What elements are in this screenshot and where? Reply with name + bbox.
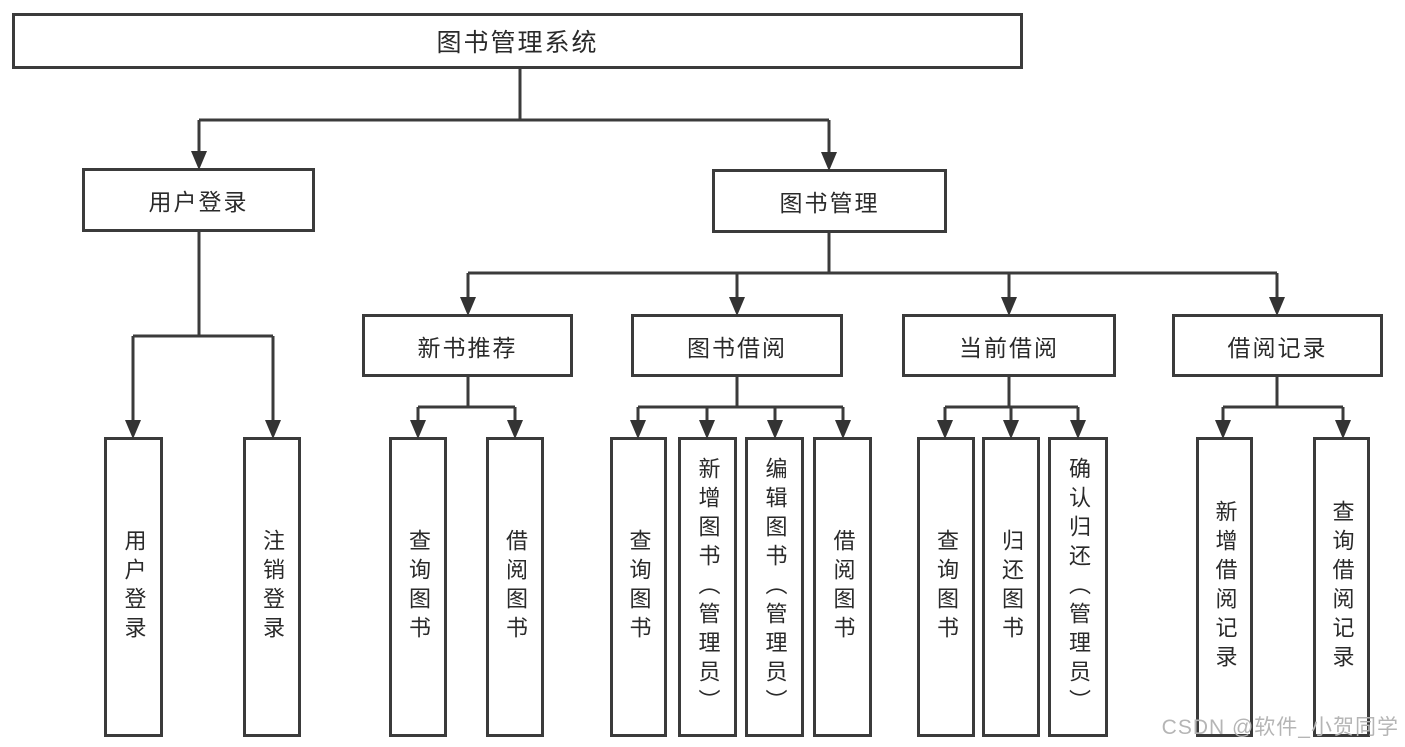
leaf-add-borrow-record-label: 新增借阅记录 [1212, 500, 1238, 674]
leaf-query-books-borrowing-label: 查询图书 [626, 529, 652, 645]
module-current-borrowing: 当前借阅 [902, 314, 1116, 377]
leaf-query-borrow-record: 查询借阅记录 [1313, 437, 1370, 737]
leaf-query-books-borrowing: 查询图书 [610, 437, 667, 737]
leaf-query-books-current: 查询图书 [917, 437, 975, 737]
leaf-add-books-admin-label: 新增图书（管理员） [695, 456, 721, 718]
leaf-user-login-label: 用户登录 [121, 529, 147, 645]
leaf-borrow-books-recommend: 借阅图书 [486, 437, 544, 737]
leaf-borrow-books-borrowing-label: 借阅图书 [830, 529, 856, 645]
module-book-borrowing-label: 图书借阅 [687, 334, 787, 361]
leaf-borrow-books-borrowing: 借阅图书 [813, 437, 872, 737]
leaf-borrow-books-recommend-label: 借阅图书 [503, 529, 528, 645]
csdn-watermark: CSDN @软件_小贺同学 [1161, 716, 1399, 739]
branch-user-login: 用户登录 [82, 168, 315, 232]
leaf-query-books-recommend-label: 查询图书 [406, 529, 431, 645]
leaf-edit-books-admin: 编辑图书（管理员） [745, 437, 804, 737]
module-new-book-recommend-label: 新书推荐 [417, 334, 518, 361]
module-borrow-records-label: 借阅记录 [1227, 334, 1328, 361]
leaf-logout-login: 注销登录 [243, 437, 301, 737]
leaf-query-books-recommend: 查询图书 [389, 437, 447, 737]
leaf-query-borrow-record-label: 查询借阅记录 [1329, 500, 1355, 674]
leaf-return-books: 归还图书 [982, 437, 1040, 737]
leaf-user-login: 用户登录 [104, 437, 163, 737]
module-current-borrowing-label: 当前借阅 [959, 334, 1059, 361]
module-borrow-records: 借阅记录 [1172, 314, 1383, 377]
module-new-book-recommend: 新书推荐 [362, 314, 573, 377]
module-book-borrowing: 图书借阅 [631, 314, 843, 377]
leaf-return-books-label: 归还图书 [999, 529, 1024, 645]
leaf-add-books-admin: 新增图书（管理员） [678, 437, 737, 737]
root-node: 图书管理系统 [12, 13, 1023, 69]
branch-book-management: 图书管理 [712, 169, 947, 233]
root-node-label: 图书管理系统 [436, 29, 599, 57]
branch-book-management-label: 图书管理 [779, 190, 880, 216]
leaf-confirm-return-admin-label: 确认归还（管理员） [1066, 456, 1091, 718]
leaf-add-borrow-record: 新增借阅记录 [1196, 437, 1253, 737]
leaf-logout-login-label: 注销登录 [260, 529, 285, 645]
leaf-edit-books-admin-label: 编辑图书（管理员） [762, 456, 788, 718]
leaf-confirm-return-admin: 确认归还（管理员） [1048, 437, 1108, 737]
leaf-query-books-current-label: 查询图书 [934, 529, 959, 645]
branch-user-login-label: 用户登录 [148, 189, 249, 215]
